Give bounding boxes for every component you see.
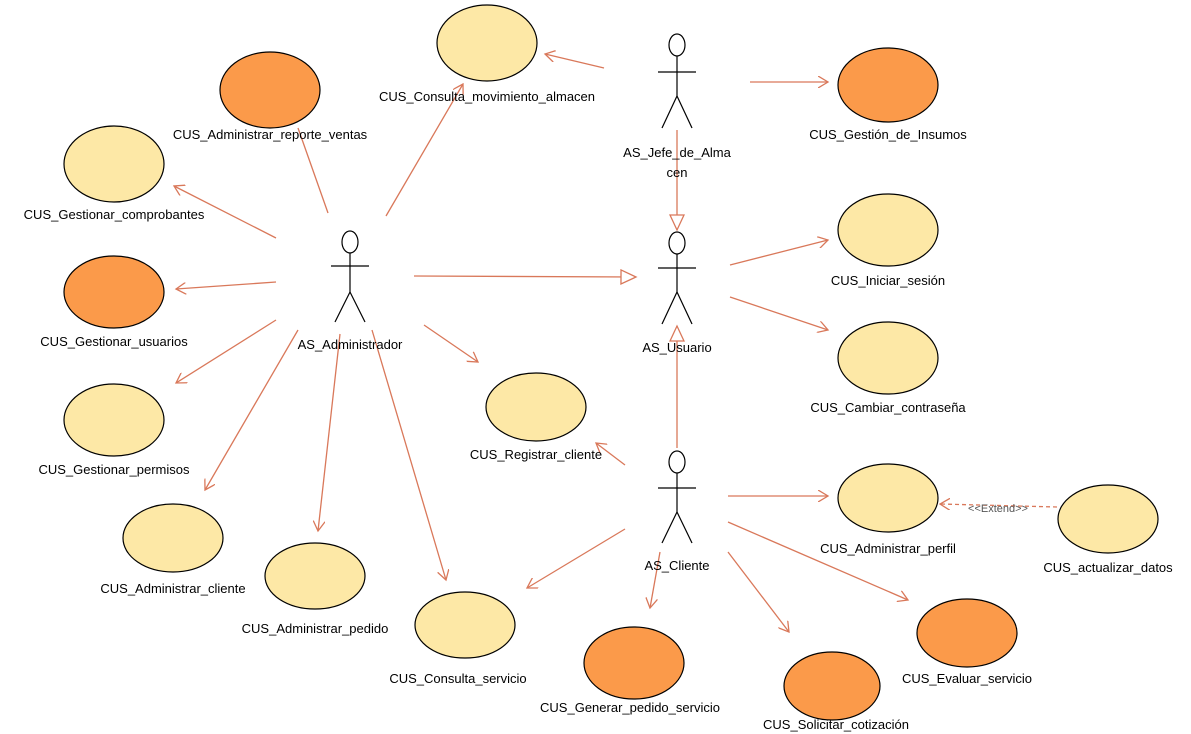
usecase-administrar-cliente[interactable] [122,503,224,573]
assoc-cliente-evaluar-servicio [727,521,908,600]
usecase-consulta-movimiento-label: CUS_Consulta_movimiento_almacen [379,89,595,104]
actor-jefe-almacen-label-line1: AS_Jefe_de_Alma [623,145,731,160]
usecase-gestion-insumos[interactable] [837,47,939,123]
usecase-gestionar-comprobantes-label: CUS_Gestionar_comprobantes [24,207,205,222]
actor-cliente-label: AS_Cliente [644,558,709,573]
assoc-admin-administrar-pedido [318,333,341,531]
inherit-admin-usuario [413,276,636,277]
usecase-evaluar-servicio[interactable] [916,598,1018,668]
usecase-actualizar-datos[interactable] [1057,484,1159,554]
assoc-admin-reporte-ventas [297,127,329,214]
usecase-iniciar-sesion-label: CUS_Iniciar_sesión [831,273,945,288]
assoc-usuario-iniciar-sesion [729,240,828,266]
usecase-registrar-cliente-label: CUS_Registrar_cliente [470,447,602,462]
usecase-gestionar-comprobantes[interactable] [63,125,165,203]
usecase-cambiar-contrasena-label: CUS_Cambiar_contraseña [810,400,966,415]
actor-cliente-figure[interactable] [658,450,696,544]
actor-administrador-label: AS_Administrador [298,337,403,352]
usecase-cambiar-contrasena[interactable] [837,321,939,395]
usecase-gestionar-usuarios-label: CUS_Gestionar_usuarios [40,334,188,349]
usecase-gestion-insumos-label: CUS_Gestión_de_Insumos [809,127,967,142]
actor-jefe-almacen-figure[interactable] [658,33,696,129]
usecase-registrar-cliente[interactable] [485,372,587,442]
usecase-administrar-cliente-label: CUS_Administrar_cliente [100,581,245,596]
usecase-generar-pedido-servicio-label: CUS_Generar_pedido_servicio [540,700,720,715]
usecase-administrar-pedido-label: CUS_Administrar_pedido [242,621,389,636]
usecase-solicitar-cotizacion[interactable] [783,651,881,721]
assoc-cliente-generar-pedido [650,551,661,608]
usecase-administrar-pedido[interactable] [264,542,366,610]
assoc-usuario-cambiar-contrasena [729,296,828,330]
usecase-administrar-perfil-label: CUS_Administrar_perfil [820,541,956,556]
extend-stereotype-label: <<Extend>> [968,503,1028,515]
assoc-cliente-solicitar-cotizacion [727,551,789,632]
assoc-admin-gestionar-comprobantes [174,186,277,239]
usecase-iniciar-sesion[interactable] [837,193,939,267]
usecase-consulta-movimiento-almacen[interactable] [436,4,538,82]
usecase-generar-pedido-servicio[interactable] [583,626,685,700]
usecase-gestionar-permisos-label: CUS_Gestionar_permisos [38,462,190,477]
actor-administrador-figure[interactable] [331,230,369,323]
usecase-gestionar-permisos[interactable] [63,383,165,457]
assoc-admin-gestionar-usuarios [176,281,277,289]
usecase-evaluar-servicio-label: CUS_Evaluar_servicio [902,671,1032,686]
actor-usuario-label: AS_Usuario [642,340,711,355]
assoc-admin-consulta-servicio [371,329,446,580]
assoc-jefe-consulta-movimiento [545,54,605,69]
usecase-consulta-servicio[interactable] [414,591,516,659]
usecase-actualizar-datos-label: CUS_actualizar_datos [1043,560,1173,575]
usecase-administrar-reporte-ventas-label: CUS_Administrar_reporte_ventas [173,127,368,142]
usecase-administrar-reporte-ventas[interactable] [219,51,321,129]
actor-usuario-figure[interactable] [658,231,696,325]
assoc-cliente-consulta-servicio [527,528,626,588]
actor-jefe-almacen-label-line2: cen [667,165,688,180]
assoc-admin-registrar-cliente [423,324,478,362]
assoc-admin-gestionar-permisos [176,319,277,383]
assoc-admin-consulta-movimiento [385,84,463,217]
assoc-admin-administrar-cliente [205,329,299,490]
assoc-cliente-registrar-cliente [596,443,626,466]
usecase-consulta-servicio-label: CUS_Consulta_servicio [389,671,526,686]
usecase-gestionar-usuarios[interactable] [63,255,165,329]
usecase-administrar-perfil[interactable] [837,463,939,533]
extend-actualizar-datos-perfil [940,504,1058,507]
usecase-solicitar-cotizacion-label: CUS_Solicitar_cotización [763,717,909,732]
